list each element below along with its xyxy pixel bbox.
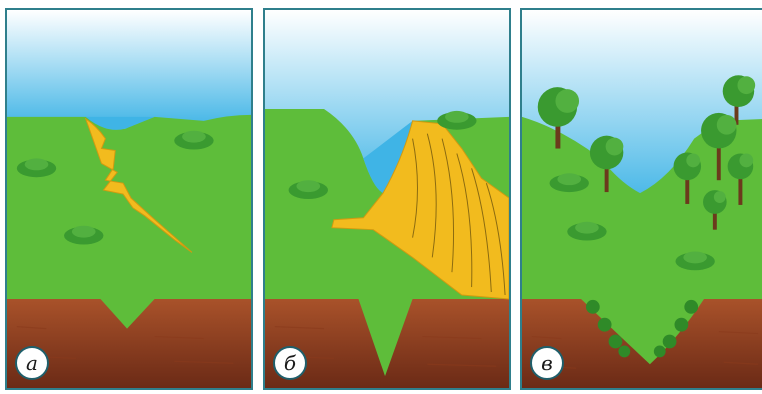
panel-v: в — [520, 8, 762, 390]
panel-label-b: б — [273, 346, 307, 380]
panel-b: б — [263, 8, 511, 390]
panel-label-a: а — [15, 346, 49, 380]
panel-a-illustration — [7, 10, 251, 388]
panel-v-illustration — [522, 10, 762, 388]
grass-field — [7, 115, 251, 329]
panel-b-illustration — [265, 10, 509, 388]
sky — [7, 10, 251, 129]
panel-a: а — [5, 8, 253, 390]
panel-label-v: в — [530, 346, 564, 380]
